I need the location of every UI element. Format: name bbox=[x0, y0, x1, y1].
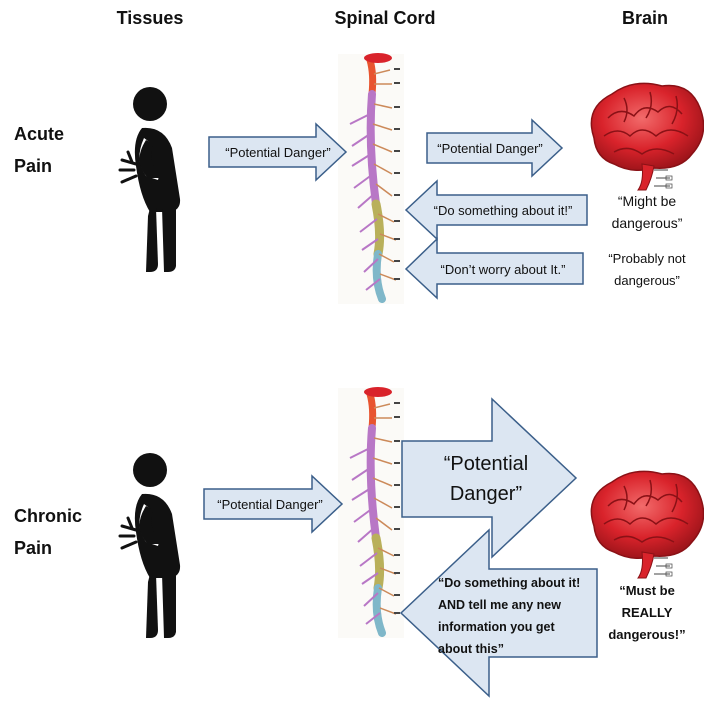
brain-note-acute-2: “Probably not dangerous” bbox=[592, 248, 702, 292]
brain-note-acute-1-line2: dangerous” bbox=[611, 215, 683, 231]
arrow-chronic-brain-to-cord-label-4: about this” bbox=[438, 642, 504, 656]
row-label-acute-line2: Pain bbox=[14, 156, 53, 176]
brain-note-chronic-line1: “Must be bbox=[619, 583, 675, 598]
row-label-acute-line1: Acute bbox=[14, 124, 65, 144]
row-label-chronic-line2: Pain bbox=[14, 538, 53, 558]
arrow-acute-brain-to-cord-1 bbox=[404, 179, 588, 241]
arrow-acute-brain-to-cord-2 bbox=[404, 237, 584, 300]
header-brain: Brain bbox=[621, 8, 668, 28]
brain-note-acute-2-line1: “Probably not bbox=[608, 251, 686, 266]
arrow-chronic-brain-to-cord bbox=[399, 528, 598, 698]
spine-acute bbox=[338, 53, 404, 304]
arrow-acute-brain-to-cord-2-label: “Don’t worry about It.” bbox=[441, 262, 566, 277]
brain-note-acute-1-line1: “Might be bbox=[617, 193, 677, 209]
arrow-chronic-cord-to-brain-label-2: Danger” bbox=[450, 483, 522, 505]
arrow-chronic-brain-to-cord-label-3: information you get bbox=[438, 620, 556, 634]
spine-chronic bbox=[338, 387, 404, 638]
arrow-chronic-brain-to-cord-label-2: AND tell me any new bbox=[438, 598, 561, 612]
row-label-acute: Acute Pain bbox=[14, 118, 64, 182]
arrow-acute-tissue-to-cord bbox=[208, 122, 348, 182]
row-label-chronic: Chronic Pain bbox=[14, 500, 82, 564]
arrow-acute-brain-to-cord-1-label: “Do something about it!” bbox=[434, 203, 573, 218]
arrow-acute-cord-to-brain-label: “Potential Danger” bbox=[437, 141, 543, 156]
brain-note-chronic-line2: REALLY bbox=[621, 605, 673, 620]
arrow-chronic-cord-to-brain bbox=[401, 397, 578, 559]
arrow-chronic-brain-to-cord-label-1: “Do something about it! bbox=[438, 576, 580, 590]
arrow-acute-tissue-to-cord-label: “Potential Danger” bbox=[225, 145, 331, 160]
brain-note-chronic: “Must be REALLY dangerous!” bbox=[592, 580, 702, 646]
arrow-acute-cord-to-brain bbox=[426, 118, 564, 178]
row-label-chronic-line1: Chronic bbox=[14, 506, 83, 526]
header-spinal-cord: Spinal Cord bbox=[334, 8, 436, 28]
brain-note-acute-2-line2: dangerous” bbox=[614, 273, 680, 288]
brain-chronic bbox=[590, 470, 704, 579]
brain-acute bbox=[590, 82, 704, 191]
brain-note-chronic-line3: dangerous!” bbox=[608, 627, 686, 642]
person-chronic bbox=[118, 451, 182, 640]
person-acute bbox=[118, 85, 182, 274]
arrow-chronic-tissue-to-cord-label: “Potential Danger” bbox=[217, 497, 323, 512]
header-tissues: Tissues bbox=[116, 8, 184, 28]
arrow-chronic-tissue-to-cord bbox=[203, 474, 344, 534]
arrow-chronic-cord-to-brain-label-1: “Potential bbox=[444, 453, 529, 475]
brain-note-acute-1: “Might be dangerous” bbox=[592, 190, 702, 234]
